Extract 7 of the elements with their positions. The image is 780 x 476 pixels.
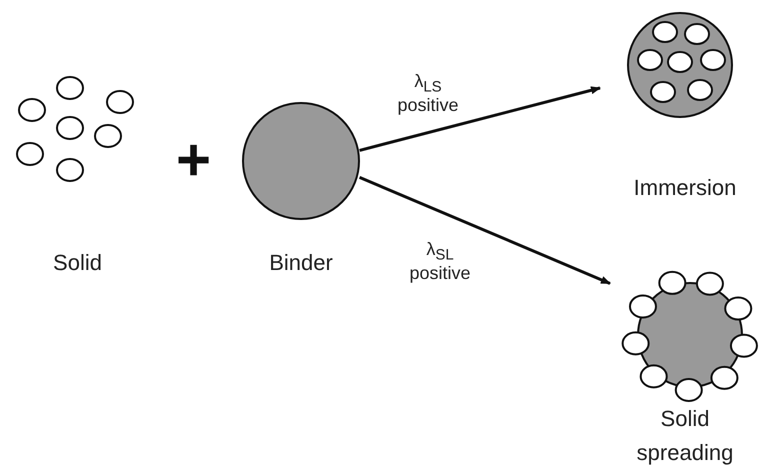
plus-sign: + [176, 130, 212, 190]
node-caption: Binder [269, 248, 333, 277]
node-caption: Solid [53, 248, 102, 277]
arrow [358, 176, 611, 285]
node-caption: Immersion [634, 174, 736, 202]
node-caption: Solid spreading [636, 404, 734, 467]
arrow [359, 86, 601, 152]
